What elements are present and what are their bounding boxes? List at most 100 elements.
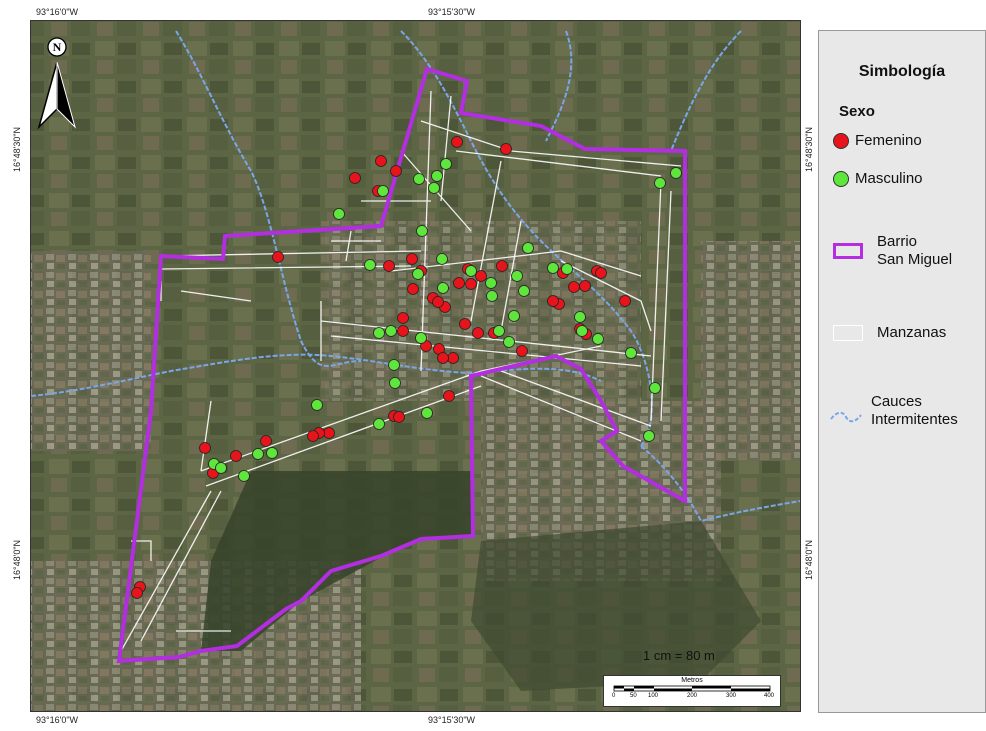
female-point[interactable] [323, 427, 335, 439]
female-point[interactable] [475, 270, 487, 282]
female-point[interactable] [272, 251, 284, 263]
male-point[interactable] [437, 282, 449, 294]
female-point[interactable] [260, 435, 272, 447]
male-point[interactable] [389, 377, 401, 389]
scale-tick: 400 [764, 693, 775, 699]
female-point[interactable] [432, 296, 444, 308]
male-point[interactable] [428, 182, 440, 194]
male-point[interactable] [413, 173, 425, 185]
female-point[interactable] [472, 327, 484, 339]
male-point[interactable] [508, 310, 520, 322]
male-point[interactable] [388, 359, 400, 371]
male-point[interactable] [431, 170, 443, 182]
female-point[interactable] [375, 155, 387, 167]
legend-item-boundary: Barrio San Miguel [833, 233, 952, 269]
male-point[interactable] [486, 290, 498, 302]
north-arrow: N [37, 37, 81, 138]
female-point[interactable] [595, 267, 607, 279]
male-point[interactable] [485, 277, 497, 289]
male-point[interactable] [518, 285, 530, 297]
male-point[interactable] [654, 177, 666, 189]
scale-bar-graphic [613, 685, 771, 692]
male-point[interactable] [333, 208, 345, 220]
male-point[interactable] [465, 265, 477, 277]
female-point[interactable] [500, 143, 512, 155]
boundary-swatch-icon [833, 243, 863, 259]
male-point[interactable] [561, 263, 573, 275]
legend-item-blocks: Manzanas [833, 324, 946, 342]
female-point[interactable] [383, 260, 395, 272]
female-point[interactable] [451, 136, 463, 148]
male-point[interactable] [643, 430, 655, 442]
female-point[interactable] [447, 352, 459, 364]
female-point[interactable] [547, 295, 559, 307]
urban-area-west [31, 251, 151, 451]
female-point[interactable] [131, 587, 143, 599]
female-point[interactable] [437, 352, 449, 364]
male-point[interactable] [364, 259, 376, 271]
female-point[interactable] [568, 281, 580, 293]
female-point[interactable] [459, 318, 471, 330]
streams [31, 30, 800, 523]
male-point[interactable] [252, 448, 264, 460]
male-point[interactable] [649, 382, 661, 394]
female-point[interactable] [199, 442, 211, 454]
female-point[interactable] [579, 280, 591, 292]
male-point[interactable] [440, 158, 452, 170]
male-point[interactable] [415, 332, 427, 344]
forest-area-southeast [471, 521, 761, 691]
male-point[interactable] [385, 325, 397, 337]
male-point[interactable] [503, 336, 515, 348]
female-point[interactable] [516, 345, 528, 357]
male-point[interactable] [592, 333, 604, 345]
stream-3 [400, 30, 653, 447]
female-point[interactable] [307, 430, 319, 442]
legend-streams-line2: Intermitentes [871, 411, 958, 428]
scale-tick: 100 [648, 693, 659, 699]
male-point[interactable] [373, 418, 385, 430]
female-point[interactable] [397, 325, 409, 337]
female-dot-icon [833, 133, 849, 149]
male-point[interactable] [421, 407, 433, 419]
female-point[interactable] [443, 390, 455, 402]
male-point[interactable] [266, 447, 278, 459]
map-frame[interactable]: N 1 cm = 80 m Metros 0 50 100 200 300 40… [30, 20, 801, 712]
male-point[interactable] [436, 253, 448, 265]
female-point[interactable] [619, 295, 631, 307]
male-point[interactable] [373, 327, 385, 339]
male-point[interactable] [238, 470, 250, 482]
male-point[interactable] [511, 270, 523, 282]
male-point[interactable] [311, 399, 323, 411]
female-point[interactable] [453, 277, 465, 289]
male-point[interactable] [416, 225, 428, 237]
female-point[interactable] [230, 450, 242, 462]
female-point[interactable] [397, 312, 409, 324]
urban-area-northeast [701, 241, 800, 461]
coord-left-bottom: 16°48'0"N [12, 539, 22, 580]
male-point[interactable] [576, 325, 588, 337]
female-point[interactable] [349, 172, 361, 184]
stream-5 [640, 445, 800, 523]
female-point[interactable] [496, 260, 508, 272]
female-point[interactable] [393, 411, 405, 423]
map-canvas[interactable] [31, 21, 800, 711]
male-dot-icon [833, 171, 849, 187]
male-point[interactable] [670, 167, 682, 179]
legend-item-female: Femenino [833, 132, 922, 150]
female-point[interactable] [465, 278, 477, 290]
stream-6 [670, 30, 742, 152]
stream-4 [545, 30, 573, 142]
male-point[interactable] [377, 185, 389, 197]
male-point[interactable] [547, 262, 559, 274]
male-point[interactable] [625, 347, 637, 359]
male-point[interactable] [412, 268, 424, 280]
male-point[interactable] [493, 325, 505, 337]
female-point[interactable] [406, 253, 418, 265]
female-point[interactable] [407, 283, 419, 295]
blocks-swatch-icon [833, 325, 863, 341]
male-point[interactable] [574, 311, 586, 323]
male-point[interactable] [522, 242, 534, 254]
male-point[interactable] [215, 462, 227, 474]
female-point[interactable] [390, 165, 402, 177]
stream-2 [31, 353, 602, 397]
